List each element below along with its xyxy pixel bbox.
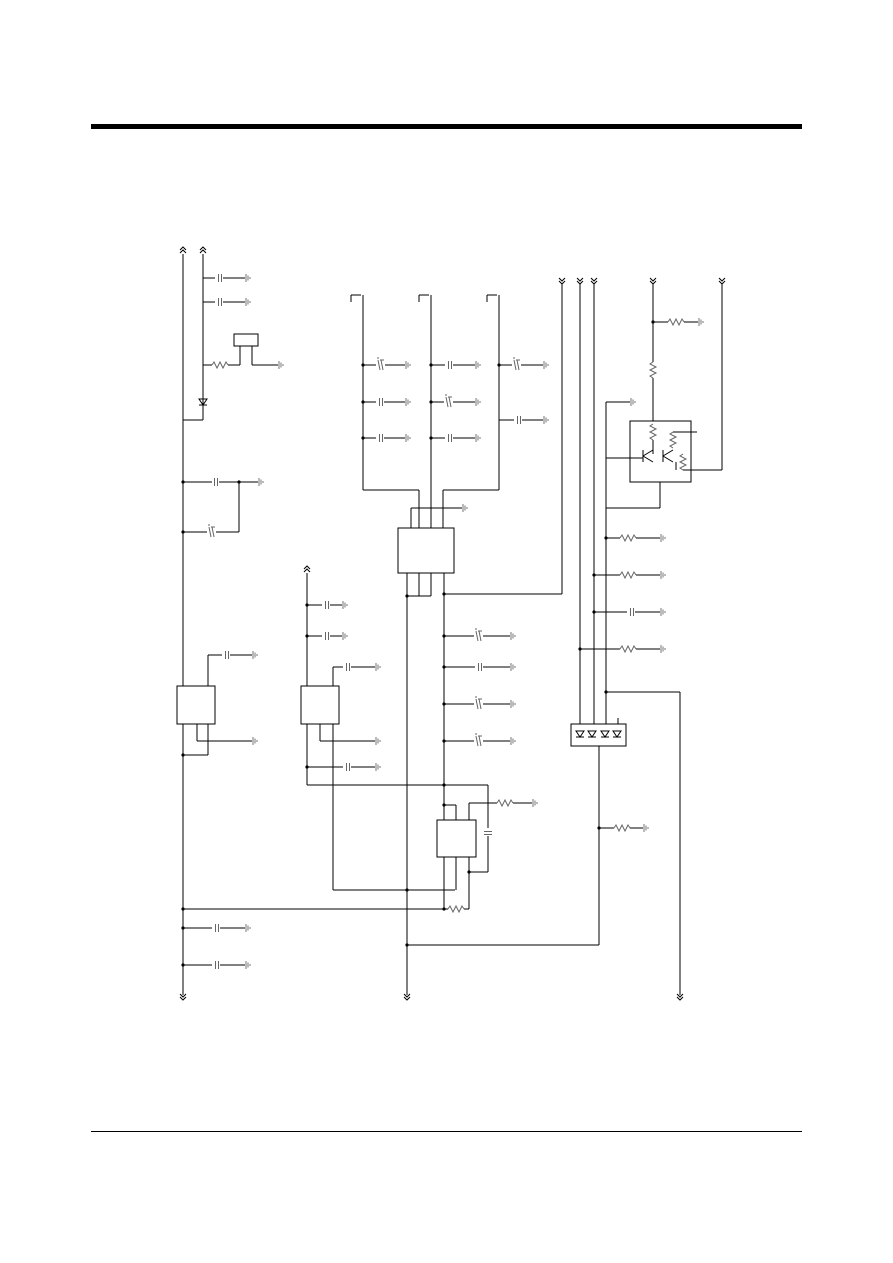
main-ic [397, 527, 455, 1001]
top-supply-columns [350, 294, 549, 528]
bottom-left-decoupling [181, 923, 251, 970]
regulator-middle-left [300, 565, 489, 891]
footer-rule [91, 1131, 802, 1132]
lower-controller-ic [181, 783, 538, 913]
center-decoupling [442, 592, 562, 747]
header-rule [91, 124, 802, 129]
right-signal-bus [558, 277, 684, 1001]
transistor-driver [605, 277, 726, 509]
regulator-left [176, 650, 258, 757]
diode-array [405, 723, 649, 947]
left-power-rails [179, 246, 284, 1001]
